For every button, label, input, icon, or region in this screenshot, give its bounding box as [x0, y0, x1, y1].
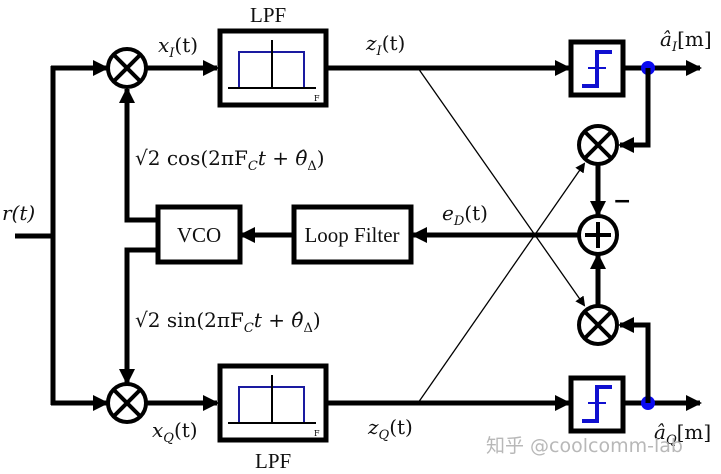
lpf-block-top: F — [217, 28, 329, 108]
lpf-axis-label: F — [314, 94, 320, 103]
slicer-i-icon — [568, 39, 626, 98]
error-multiplier-bottom-icon — [577, 304, 619, 346]
slicer-q-icon — [568, 375, 626, 434]
input-signal-label: r(t) — [2, 201, 35, 225]
watermark: 知乎 @coolcomm-lab — [486, 435, 683, 457]
cos-reference-line — [119, 87, 158, 223]
vco-block: VCO — [155, 204, 243, 265]
lpf-block-bottom: F — [217, 363, 329, 443]
xq-label: xQ(t) — [152, 418, 198, 446]
multiplier-q-icon — [106, 382, 148, 424]
ai-feedback-line — [618, 68, 651, 153]
input-signal-line — [15, 60, 109, 411]
adder-icon — [577, 214, 619, 256]
error-signal-label: eD(t) — [442, 201, 488, 229]
zi-to-q-multiplier-line — [417, 67, 586, 307]
vco-label: VCO — [177, 223, 221, 247]
cos-reference-label: √2 cos(2πFCt + θ̂Δ) — [135, 146, 325, 174]
sin-reference-line — [119, 247, 158, 385]
loop-filter-block: Loop Filter — [291, 204, 414, 265]
ai-output-label: âI[m] — [660, 27, 712, 55]
sin-reference-label: √2 sin(2πFCt + θ̂Δ) — [135, 308, 321, 336]
error-multiplier-top-icon — [577, 124, 619, 166]
aq-feedback-line — [618, 317, 651, 403]
multiplier-i-icon — [106, 47, 148, 89]
aq-output-label: âQ[m] — [654, 420, 711, 448]
minus-sign: − — [613, 189, 631, 214]
zi-label: zI(t) — [365, 31, 405, 59]
lpf-bottom-label: LPF — [255, 449, 291, 473]
zq-label: zQ(t) — [367, 415, 413, 443]
zq-to-i-multiplier-line — [417, 162, 586, 404]
xi-label: xI(t) — [158, 33, 198, 61]
lpf-top-label: LPF — [250, 3, 286, 27]
loop-filter-label: Loop Filter — [304, 223, 399, 247]
lpf-axis-label: F — [314, 429, 320, 438]
